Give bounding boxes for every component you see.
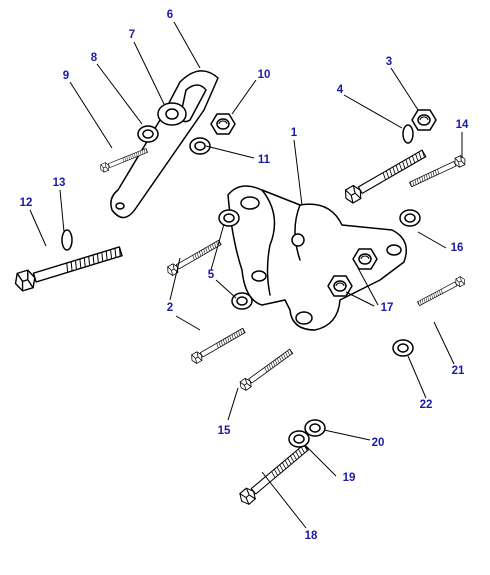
callout-15: 15 (218, 425, 231, 437)
mounting-bracket (227, 185, 407, 331)
callout-8: 8 (91, 52, 98, 64)
callout-11: 11 (258, 154, 271, 166)
callout-10: 10 (258, 69, 271, 81)
nut-3 (411, 109, 437, 131)
callout-18: 18 (305, 530, 318, 542)
washer-19 (288, 430, 310, 448)
callout-2: 2 (167, 302, 173, 314)
washer-13 (61, 229, 73, 251)
bolt-21 (415, 274, 468, 309)
callout-22: 22 (420, 399, 433, 411)
callout-14: 14 (456, 119, 469, 131)
bolt-4 (341, 146, 429, 206)
callout-13: 13 (53, 177, 66, 189)
callout-19: 19 (343, 472, 356, 484)
bolt-2-lower (188, 325, 248, 366)
callout-20: 20 (372, 437, 385, 449)
callout-21: 21 (452, 365, 465, 377)
leader-lines (29, 21, 463, 529)
callout-12: 12 (20, 197, 33, 209)
callout-6: 6 (167, 9, 173, 21)
callout-9: 9 (63, 70, 69, 82)
callout-labels: 1 2 3 4 5 6 7 8 9 10 11 12 13 14 15 16 1… (20, 9, 469, 542)
washer-5-lower (231, 292, 253, 310)
nut-17-upper (352, 248, 378, 270)
callout-16: 16 (451, 242, 464, 254)
callout-17: 17 (381, 302, 394, 314)
washer-16 (399, 209, 421, 227)
washer-7 (157, 102, 187, 126)
washer-20 (304, 419, 326, 437)
bolt-18 (236, 441, 312, 508)
callout-4: 4 (337, 84, 344, 96)
nut-10 (210, 113, 236, 135)
washer-22 (392, 339, 414, 357)
callout-1: 1 (291, 127, 298, 139)
callout-7: 7 (129, 29, 135, 41)
washer-5-upper (218, 209, 240, 227)
washer-4 (402, 124, 414, 144)
bolt-15 (237, 346, 295, 393)
callout-5: 5 (208, 269, 215, 281)
washer-8 (137, 125, 159, 143)
callout-3: 3 (386, 56, 392, 68)
